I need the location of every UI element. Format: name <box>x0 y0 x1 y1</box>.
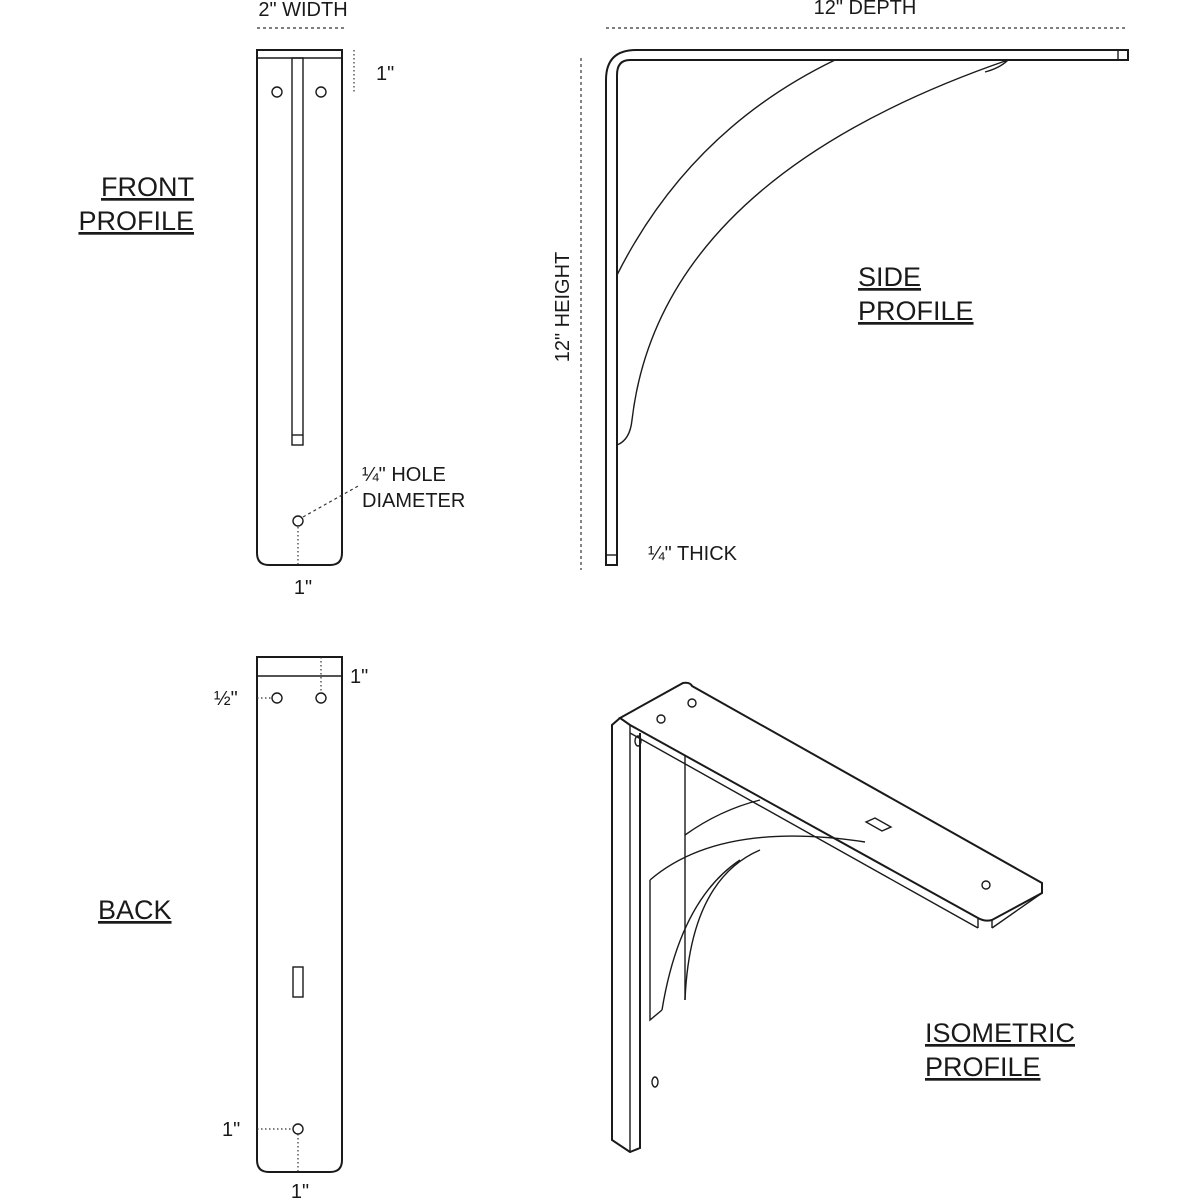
front-profile-title-2: PROFILE <box>78 206 194 236</box>
back-slot <box>292 966 304 998</box>
back-bottom-side-offset: 1" <box>222 1119 240 1141</box>
side-profile-title-2: PROFILE <box>858 296 974 326</box>
depth-dimension: 12" DEPTH <box>814 0 917 19</box>
hole <box>271 692 283 704</box>
front-plate <box>256 49 343 566</box>
isometric-title-2: PROFILE <box>925 1052 1041 1082</box>
hole <box>292 515 304 527</box>
back-plate <box>256 656 343 1173</box>
iso-top-plate <box>618 681 1043 922</box>
iso-vertical-plate <box>611 717 641 1154</box>
back-side-offset: ½" <box>214 688 238 710</box>
width-dimension: 2" WIDTH <box>258 0 347 21</box>
hole-diameter-label-2: DIAMETER <box>362 490 465 512</box>
side-profile-view: 12" DEPTH 12" HEIGHT ¼" THICK SIDE PROFI… <box>552 0 1129 570</box>
hole <box>271 86 283 98</box>
back-bottom-offset: 1" <box>291 1181 309 1200</box>
isometric-title-1: ISOMETRIC <box>925 1018 1075 1048</box>
outer-arc <box>616 59 1009 446</box>
top-offset-dimension: 1" <box>376 63 394 85</box>
hole <box>651 1076 659 1088</box>
hole <box>634 735 642 747</box>
hole <box>656 714 666 724</box>
hole <box>315 86 327 98</box>
isometric-view: ISOMETRIC PROFILE <box>611 681 1075 1154</box>
height-dimension: 12" HEIGHT <box>552 252 574 362</box>
iso-slot <box>864 817 893 832</box>
hole <box>981 880 991 890</box>
back-view: 1" ½" 1" 1" BACK <box>98 656 368 1200</box>
hole <box>292 1123 304 1135</box>
front-slot <box>291 57 304 446</box>
back-title: BACK <box>98 895 172 925</box>
hole <box>687 698 697 708</box>
thickness-dimension: ¼" THICK <box>648 543 738 565</box>
hole-diameter-label-1: ¼" HOLE <box>362 464 446 486</box>
front-profile-view: 2" WIDTH 1" ¼" HOLE DIAMETER 1" FRONT PR… <box>78 0 465 599</box>
back-top-offset: 1" <box>350 666 368 688</box>
hole <box>315 692 327 704</box>
side-bracket-outline <box>605 49 1129 566</box>
inner-arc <box>616 59 836 276</box>
side-profile-title-1: SIDE <box>858 262 921 292</box>
front-profile-title-1: FRONT <box>101 172 194 202</box>
bottom-offset-dimension: 1" <box>294 577 312 599</box>
